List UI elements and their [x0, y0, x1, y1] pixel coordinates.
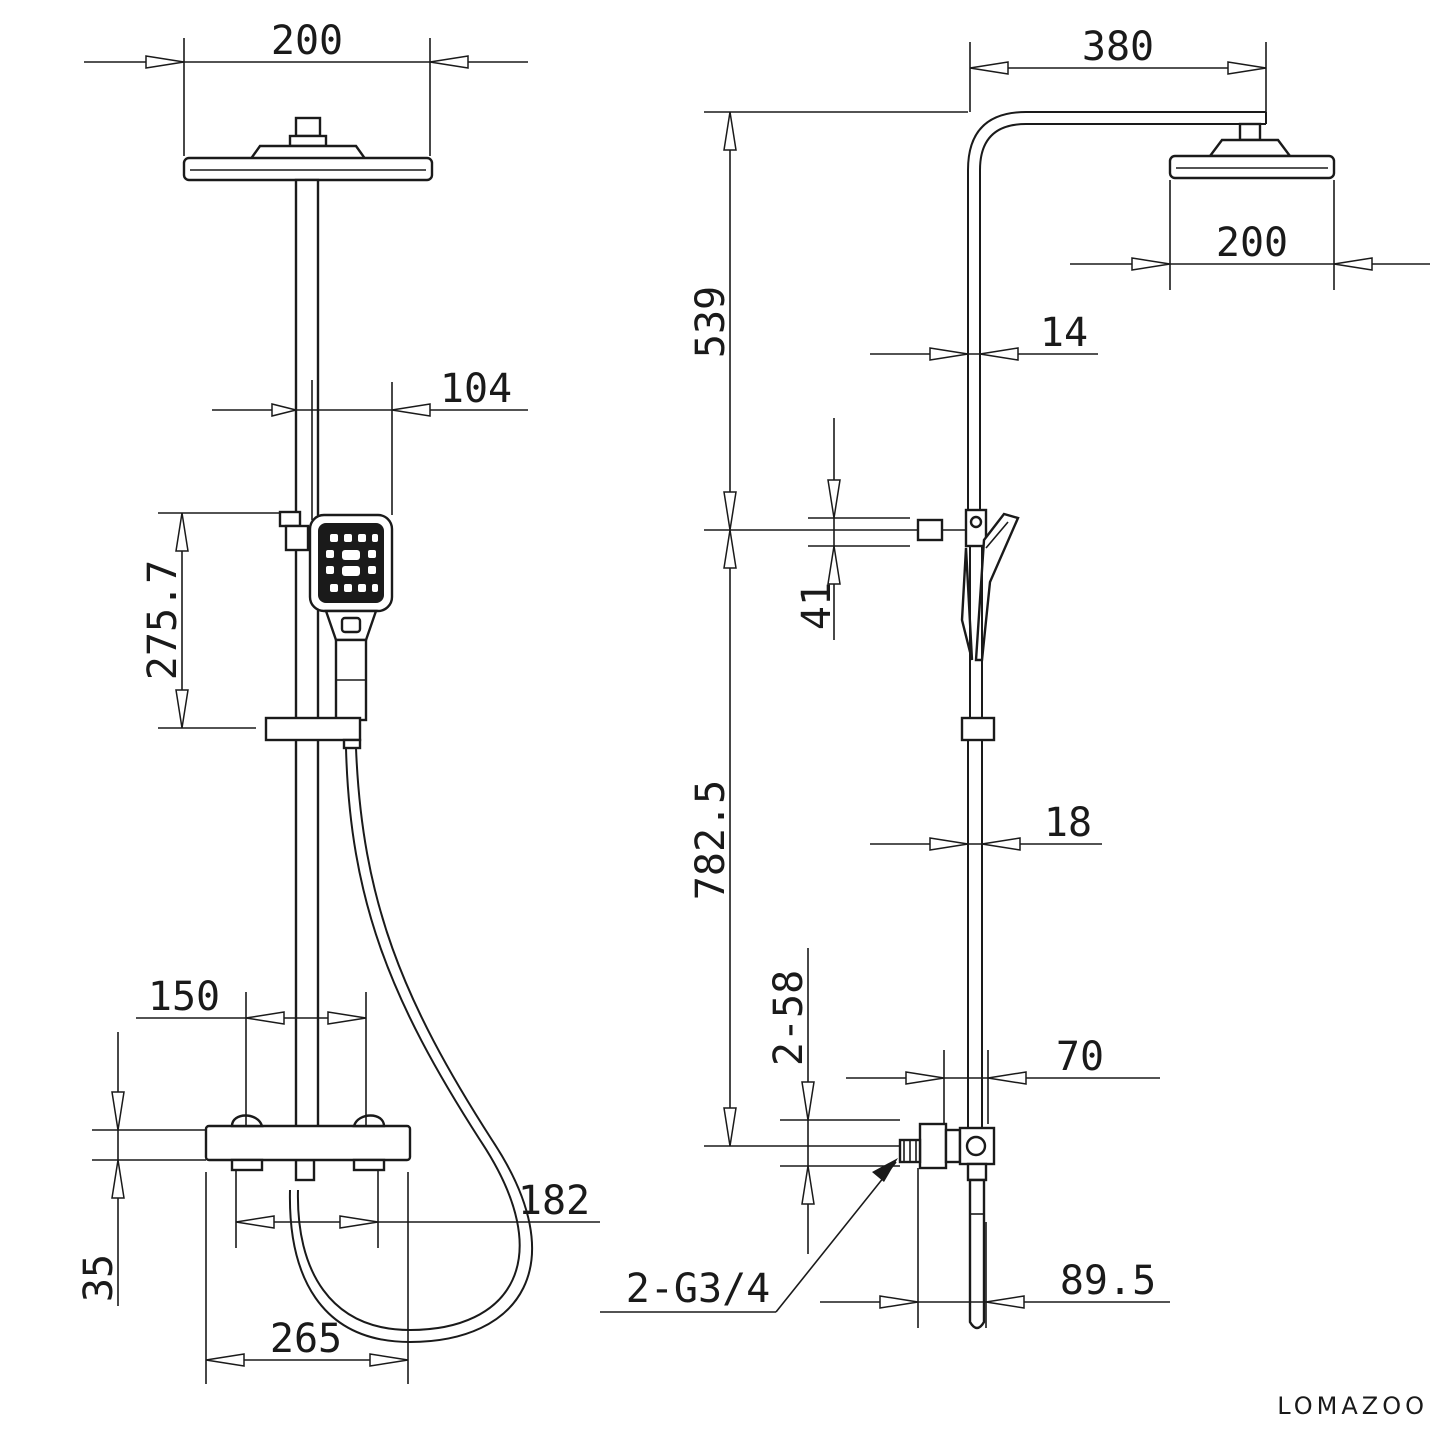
dim-side-valve-depth: 70	[846, 1034, 1160, 1124]
front-hand-shower	[278, 510, 394, 722]
dim-label-104: 104	[440, 366, 512, 412]
dim-side-upper-height: 539	[688, 111, 968, 1146]
dim-label-18: 18	[1044, 800, 1092, 846]
front-valve	[92, 1114, 412, 1172]
dim-label-380: 380	[1082, 24, 1154, 70]
side-lower-rail	[967, 740, 983, 1128]
dim-front-hose-reach: 182	[235, 1170, 600, 1248]
dim-front-valve-height: 35	[76, 1032, 125, 1306]
dim-front-inlet-spacing: 150	[136, 974, 367, 1126]
dim-side-head-width: 200	[1070, 180, 1430, 290]
dim-label-89-5: 89.5	[1060, 1258, 1156, 1304]
dim-side-inlet-size: 2-58	[766, 948, 900, 1254]
side-hand-shower	[896, 508, 1020, 718]
dim-label-200-front: 200	[271, 18, 343, 64]
side-shower-head	[1168, 122, 1336, 180]
dim-label-782-5: 782.5	[688, 780, 734, 900]
dim-front-hand-offset: 104	[212, 366, 528, 515]
dim-front-hand-height: 275.7	[140, 512, 280, 729]
dim-side-total-depth: 89.5	[820, 1168, 1170, 1328]
dim-label-35: 35	[76, 1254, 122, 1302]
dim-label-200-side: 200	[1216, 220, 1288, 266]
dim-label-150: 150	[148, 974, 220, 1020]
front-shower-head	[182, 116, 434, 182]
front-view: 200 104 275.7 150	[76, 18, 600, 1384]
dim-front-head-width: 200	[84, 18, 528, 156]
front-rail	[294, 178, 320, 1157]
dim-side-upper-pipe: 14	[870, 310, 1098, 361]
dim-label-275-7: 275.7	[140, 560, 186, 680]
dim-side-arm-length: 380	[969, 24, 1267, 112]
dim-label-2-58: 2-58	[766, 970, 812, 1066]
side-view: 380 200 14 539	[600, 24, 1430, 1330]
side-slider	[960, 716, 996, 742]
dim-front-valve-width: 265	[205, 1172, 409, 1384]
dim-side-lower-height: 782.5	[688, 529, 900, 1147]
front-slider	[264, 716, 362, 750]
side-riser	[967, 111, 1267, 512]
dim-label-70: 70	[1056, 1034, 1104, 1080]
leader-connection: 2-G3/4	[600, 1158, 898, 1313]
brand-logo-text: LOMAZOO	[1277, 1392, 1428, 1420]
dim-label-14: 14	[1040, 310, 1088, 356]
dim-label-265: 265	[270, 1316, 342, 1362]
dim-label-539: 539	[688, 286, 734, 358]
dim-side-lower-pipe: 18	[870, 800, 1102, 851]
side-valve	[898, 1122, 996, 1330]
front-hose	[288, 747, 533, 1344]
dim-label-2-g3-4: 2-G3/4	[626, 1266, 771, 1312]
dim-label-182: 182	[518, 1178, 590, 1224]
dim-label-41: 41	[794, 582, 840, 630]
dim-side-holder-height: 41	[794, 418, 910, 640]
